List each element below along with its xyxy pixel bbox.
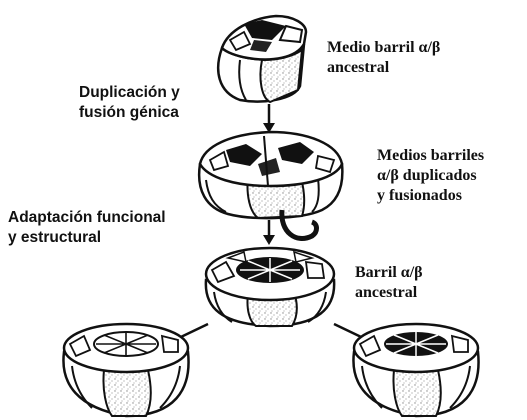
label-duplicated-line3: y fusionados <box>377 186 484 206</box>
arrow-down-2 <box>263 220 275 245</box>
label-ancestral-barrel-line2: ancestral <box>355 283 423 303</box>
label-adaptation: Adaptación funcional y estructural <box>8 208 166 248</box>
label-ancestral-barrel: Barril α/β ancestral <box>355 263 423 303</box>
label-duplicated: Medios barriles α/β duplicados y fusiona… <box>377 146 484 206</box>
label-duplication-line1: Duplicación y <box>79 83 180 103</box>
derived-barrel-left-illustration <box>63 324 188 416</box>
label-half-barrel-line1: Medio barril α/β <box>327 38 440 58</box>
arrow-down-1 <box>263 104 275 133</box>
half-barrel-illustration <box>218 16 306 102</box>
label-half-barrel-line2: ancestral <box>327 58 440 78</box>
label-duplicated-line1: Medios barriles <box>377 146 484 166</box>
label-duplication: Duplicación y fusión génica <box>79 83 180 123</box>
derived-barrel-right-illustration <box>353 324 478 416</box>
label-duplicated-line2: α/β duplicados <box>377 166 484 186</box>
label-duplication-line2: fusión génica <box>79 103 180 123</box>
label-adaptation-line1: Adaptación funcional <box>8 208 166 228</box>
label-adaptation-line2: y estructural <box>8 228 166 248</box>
ancestral-barrel-illustration <box>206 248 334 326</box>
duplicated-half-barrels-illustration <box>199 132 342 238</box>
label-half-barrel: Medio barril α/β ancestral <box>327 38 440 78</box>
label-ancestral-barrel-line1: Barril α/β <box>355 263 423 283</box>
